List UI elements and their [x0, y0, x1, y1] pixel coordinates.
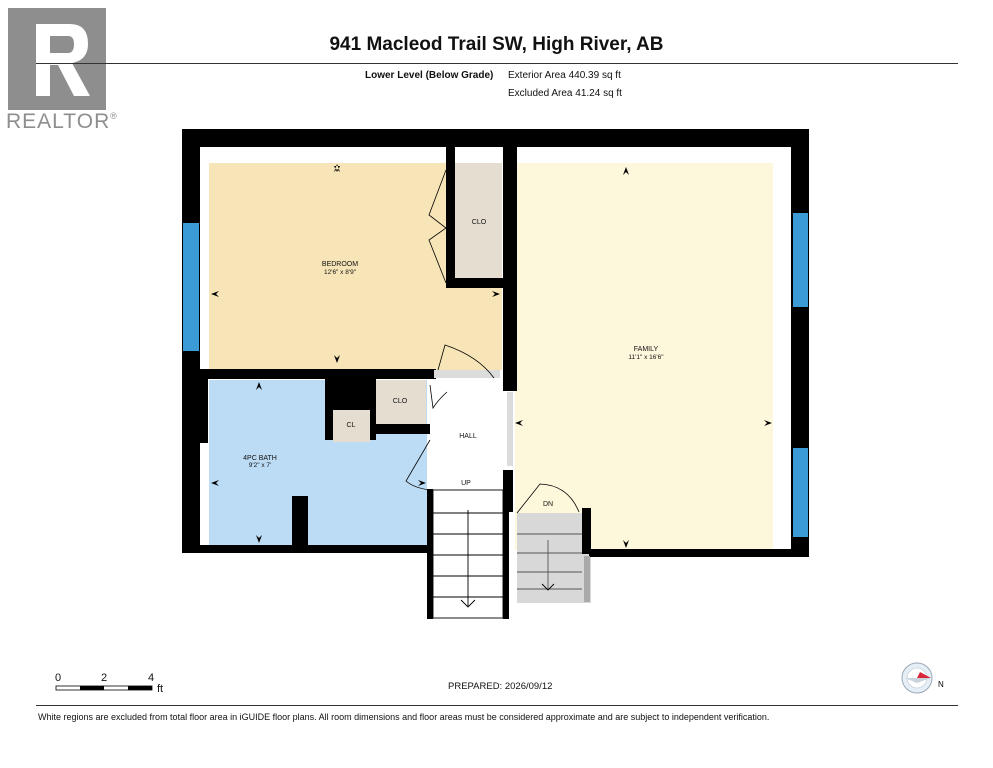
family-dims: 11'1" x 16'6" — [628, 354, 664, 361]
hall-door-swing — [437, 344, 495, 379]
stairs-down — [517, 533, 590, 602]
window-right-lower — [793, 448, 808, 537]
hall-area — [433, 378, 503, 490]
family-opening — [507, 392, 513, 466]
excluded-area: Excluded Area 41.24 sq ft — [508, 88, 622, 99]
compass-icon: N — [901, 662, 944, 694]
closet-bedroom-area — [455, 163, 502, 278]
closet-hall-area — [376, 380, 426, 424]
header-divider — [36, 63, 958, 64]
exterior-area: Exterior Area 440.39 sq ft — [508, 70, 621, 81]
scale-tick-2: 2 — [101, 672, 107, 684]
stairs-down-area — [517, 513, 591, 603]
bedroom-label: BEDROOM — [322, 261, 358, 268]
closet-bedroom-label: CLO — [472, 219, 487, 226]
closet-bath-area — [333, 410, 370, 442]
family-label: FAMILY — [634, 346, 659, 353]
level-name: Lower Level (Below Grade) — [365, 70, 494, 81]
prepared-date: PREPARED: 2026/09/12 — [448, 681, 553, 692]
bath-label: 4PC BATH — [243, 455, 277, 462]
realtor-wordmark: REALTOR® — [6, 110, 118, 133]
closet-hall-label: CLO — [393, 398, 408, 405]
dimension-arrows — [211, 164, 772, 548]
bedroom-dims: 12'6" x 8'9" — [324, 269, 357, 276]
footer-divider — [36, 705, 958, 706]
closet-bifold-door — [428, 169, 447, 284]
closet-bath-label: CL — [347, 422, 356, 429]
realtor-logo-icon — [8, 8, 106, 110]
scale-bar: 0 2 4 ft — [55, 672, 163, 695]
disclaimer-text: White regions are excluded from total fl… — [38, 712, 770, 722]
hall-opening — [434, 370, 500, 378]
stairs-down-label: DN — [543, 501, 553, 508]
stairs-up — [432, 489, 504, 619]
page-title: 941 Macleod Trail SW, High River, AB — [329, 34, 664, 55]
bath-door-swing — [405, 439, 431, 491]
compass-north-label: N — [938, 680, 944, 689]
bath-dims: 9'2" x 7' — [249, 462, 272, 469]
window-right-upper — [793, 213, 808, 307]
family-area — [515, 163, 773, 550]
scale-unit: ft — [157, 683, 163, 695]
stairs-up-label: UP — [461, 480, 471, 487]
hall-label: HALL — [459, 433, 477, 440]
window-left — [183, 223, 199, 351]
stair-door-swing — [516, 483, 580, 514]
closet-door-swing — [429, 384, 448, 410]
scale-tick-4: 4 — [148, 672, 154, 684]
scale-tick-0: 0 — [55, 672, 61, 684]
